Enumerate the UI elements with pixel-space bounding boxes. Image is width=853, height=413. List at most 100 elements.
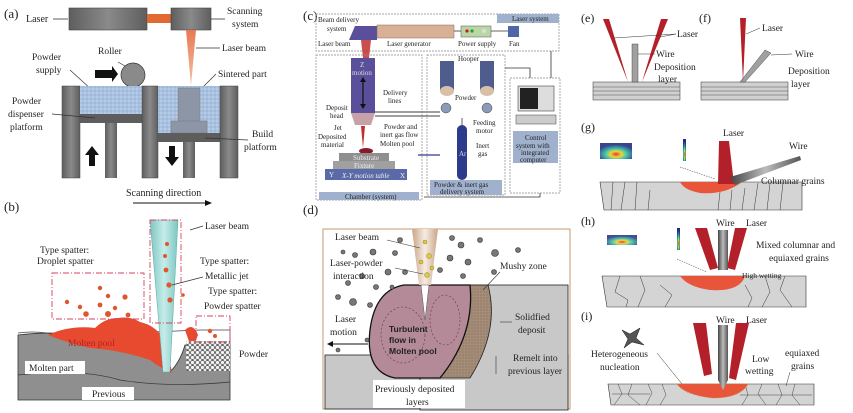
chamber-label-bg (319, 192, 419, 200)
substrate-block (339, 153, 389, 161)
label-material: material (321, 141, 344, 149)
label-previous-layer: previous layer (508, 367, 563, 377)
i-laser-left (693, 323, 712, 376)
label-system-with: system with (516, 142, 550, 150)
scanning-system-box (170, 7, 212, 31)
h-wire (718, 230, 728, 270)
label-dispenser-platform: platform (10, 122, 43, 133)
panel-f-side-wire: (f) Laser Wire Deposition layer (699, 11, 830, 101)
label-head: head (330, 112, 344, 120)
label-type-spatter-powder: Type spatter: (208, 287, 257, 297)
label-type-spatter-droplet: Type spatter: (40, 246, 89, 256)
label-build-platform-2: platform (244, 142, 277, 153)
hot-particles (418, 239, 435, 278)
label-inert-gas: Inert (476, 142, 489, 150)
droplet-spatter-box (51, 272, 145, 320)
label-lines: lines (388, 97, 401, 105)
label-laser-powder: Laser-powder (330, 259, 383, 269)
laser-system-box (315, 13, 560, 52)
previous-label-bg (82, 387, 134, 400)
direction-arrow-icon (205, 200, 212, 206)
panel-i-tag: (i) (581, 309, 592, 323)
label-columnar-grains: Columnar grains (761, 177, 825, 187)
panel-d-tag: (d) (303, 202, 318, 217)
label-molten-part: Molten part (29, 364, 74, 374)
label-e-laser: Laser (677, 30, 699, 40)
argon-cylinder (457, 125, 467, 180)
i-laser-right (729, 323, 749, 380)
panel-g-columnar: (g) Laser Wire Columnar grains (581, 120, 825, 211)
panel-b-spatter-schematic: Scanning direction (b) Type spatter: Dr (4, 188, 269, 401)
label-h-laser: Laser (746, 219, 768, 229)
g-colorbar (683, 139, 686, 161)
control-label-bg (513, 131, 558, 163)
i-melt-pool (676, 383, 749, 399)
label-roller: Roller (98, 47, 123, 57)
label-control: Control (525, 134, 546, 142)
label-fan: Fan (509, 40, 520, 48)
beam-delivery-head (349, 26, 377, 40)
powder-particles (335, 235, 521, 353)
label-e-layer: layer (658, 75, 678, 85)
prev-layers-label-bg (373, 380, 465, 408)
label-sintered-part: Sintered part (218, 70, 267, 80)
laser-system-title-bg (497, 14, 559, 23)
e-laser-left (603, 19, 628, 82)
e-wire (631, 43, 639, 83)
label-beam-delivery-system: system (327, 25, 347, 33)
f-wire (739, 49, 772, 83)
label-feeding-motor: Feeding (473, 119, 496, 127)
label-equiaxed: equiaxed (785, 349, 820, 359)
panel-h-tag: (h) (581, 214, 595, 228)
label-fixture: Fixture (354, 162, 374, 170)
label-heterogeneous: Heterogeneous (591, 350, 648, 360)
label-powder-dispenser: Powder (12, 97, 42, 107)
panel-i-equiaxed: (i) Wire Laser Heterogeneous nucleation … (581, 309, 820, 406)
label-scanning: Scanning (227, 7, 263, 17)
label-solidified: Solidfied (515, 312, 550, 323)
panel-a-sls-schematic: (a) Laser Scanning system Laser beam Rol… (4, 6, 277, 179)
label-laser-motion: Laser (335, 315, 357, 325)
g-melt-pool (680, 182, 742, 194)
panel-b-tag: (b) (4, 199, 19, 214)
label-g-wire: Wire (789, 142, 808, 152)
label-molten-pool-d: Molten pool (389, 346, 437, 356)
label-e-wire: Wire (656, 50, 675, 60)
label-xy-table: X-Y motion table (341, 172, 389, 180)
label-beam-delivery: Beam delivery (318, 16, 360, 24)
label-ar: Ar (459, 150, 467, 158)
label-laser-beam: Laser beam (222, 44, 267, 54)
down-arrow-icon (165, 146, 179, 166)
power-supply (460, 25, 492, 38)
powder-spatter-box (195, 315, 231, 343)
label-mixed-columnar: Mixed columnar and (756, 241, 835, 251)
fixture-block (333, 161, 395, 169)
label-hooper: Hooper (458, 55, 480, 63)
label-chamber: Chamber (system) (345, 193, 397, 201)
label-layers: layers (406, 398, 429, 408)
f-laser (740, 18, 746, 82)
h-melt-pool (680, 276, 745, 291)
roller (120, 62, 146, 88)
metallic-jet-box (149, 219, 182, 324)
h-heat-map-icon (607, 235, 637, 245)
label-turbulent: Turbulent (389, 324, 428, 334)
label-computer: computer (520, 156, 547, 164)
fan (508, 26, 519, 37)
label-substrate: Substrate (353, 154, 379, 162)
label-i-wire: Wire (716, 316, 735, 326)
laser-beam (186, 30, 196, 86)
laser-generator (376, 24, 455, 39)
panel-h-mixed-grains: (h) Wire Laser Mixed columnar and equiax… (581, 214, 835, 308)
panel-c-ded-system: (c) Laser system Beam delivery system La… (303, 8, 561, 201)
hopper-left (440, 61, 454, 91)
label-c-molten-pool: Molten pool (380, 140, 414, 148)
label-c-laser-beam: Laser beam (318, 40, 351, 48)
label-powder-gas-flow: Powder and (384, 123, 418, 131)
molten-pool (48, 317, 172, 372)
label-powder-inert-gas: Powder & inert gas (434, 181, 489, 189)
label-grains: grains (791, 362, 815, 372)
xy-motion-table (325, 169, 407, 180)
label-equiaxed-grains-h: equiaxed grains (769, 254, 829, 264)
cyan-laser-beam (149, 219, 179, 373)
